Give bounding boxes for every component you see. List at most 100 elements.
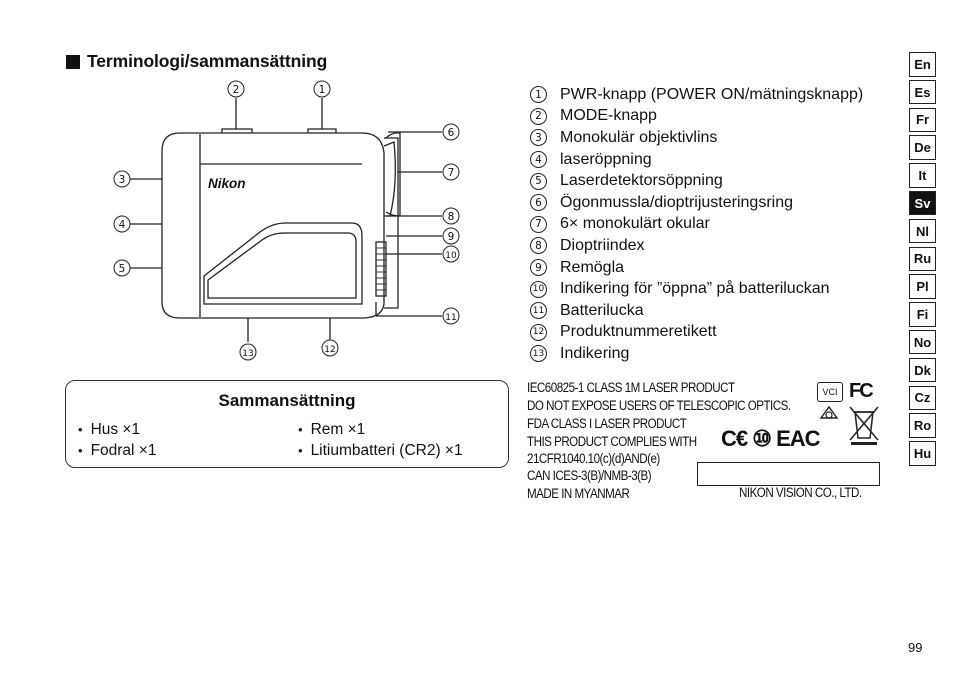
callout-4: 4	[113, 215, 131, 233]
parts-legend: 1 PWR-knapp (POWER ON/mätningsknapp) 2 MODE…	[530, 84, 863, 365]
legend-label: Dioptriindex	[560, 236, 645, 254]
legend-label: Ögonmussla/dioptrijusteringsring	[560, 193, 793, 211]
legend-row: 10 Indikering för ”öppna” på batterilucka…	[530, 278, 863, 300]
callout-9: 9	[442, 227, 460, 245]
legend-row: 8 Dioptriindex	[530, 235, 863, 257]
legend-label: PWR-knapp (POWER ON/mätningsknapp)	[560, 85, 864, 103]
product-label: IEC60825-1 CLASS 1M LASER PRODUCT DO NOT…	[527, 380, 887, 510]
callout-7: 7	[442, 163, 460, 181]
svg-text:12: 12	[324, 345, 335, 355]
label-line: THIS PRODUCT COMPLIES WITH	[527, 434, 697, 449]
legend-number-icon: 12	[530, 323, 547, 341]
tab-de[interactable]: De	[909, 135, 936, 160]
callout-10: 10	[442, 245, 460, 263]
tab-fi[interactable]: Fi	[909, 302, 936, 327]
callout-11: 11	[442, 307, 460, 325]
certification-marks: C€ ⑩ EAC	[721, 426, 821, 451]
label-line: IEC60825-1 CLASS 1M LASER PRODUCT	[527, 380, 735, 395]
svg-text:11: 11	[445, 313, 456, 323]
legend-label: laseröppning	[560, 150, 652, 168]
legend-number-icon: 3	[530, 129, 547, 147]
callout-8: 8	[442, 207, 460, 225]
contents-box: Sammansättning Hus ×1 Rem ×1 Fodral ×1 L…	[65, 380, 509, 468]
svg-text:5: 5	[119, 263, 126, 275]
legend-row: 7 6× monokulärt okular	[530, 214, 863, 236]
legend-label: Laserdetektorsöppning	[560, 172, 723, 190]
legend-row: 4 laseröppning	[530, 149, 863, 171]
callout-2: 2	[227, 80, 245, 98]
fc-mark-icon: FC	[849, 380, 874, 402]
legend-label: 6× monokulärt okular	[560, 215, 710, 233]
callout-13: 13	[239, 343, 257, 361]
callout-6: 6	[442, 123, 460, 141]
svg-text:3: 3	[119, 174, 126, 186]
label-line: FDA CLASS I LASER PRODUCT	[527, 416, 687, 431]
svg-text:1: 1	[319, 84, 326, 96]
tab-it[interactable]: It	[909, 163, 936, 188]
legend-label: Indikering	[560, 344, 630, 362]
svg-text:7: 7	[448, 167, 455, 179]
tab-dk[interactable]: Dk	[909, 357, 936, 383]
tab-pl[interactable]: Pl	[909, 274, 936, 299]
callout-1: 1	[313, 80, 331, 98]
legend-number-icon: 1	[530, 86, 547, 104]
svg-text:6: 6	[448, 127, 455, 139]
tab-ro[interactable]: Ro	[909, 413, 936, 438]
svg-text:8: 8	[448, 211, 455, 223]
rangefinder-illustration: 2 1 3 4 5 6 7 8	[113, 80, 460, 361]
tab-nl[interactable]: Nl	[909, 218, 936, 244]
contents-title: Sammansättning	[218, 391, 356, 410]
legend-row: 5 Laserdetektorsöppning	[530, 170, 863, 192]
heading-square-icon	[66, 54, 80, 69]
callout-3: 3	[113, 170, 131, 188]
heading-text: Terminologi/sammansättning	[87, 51, 328, 71]
legend-label: Remögla	[560, 258, 625, 276]
legend-number-icon: 11	[530, 302, 547, 320]
callout-5: 5	[113, 259, 131, 277]
legend-label: Batterilucka	[560, 301, 644, 319]
weee-bin-icon	[849, 406, 879, 445]
tab-no[interactable]: No	[909, 329, 936, 355]
label-line: DO NOT EXPOSE USERS OF TELESCOPIC OPTICS…	[527, 398, 791, 413]
svg-text:10: 10	[445, 251, 457, 261]
contents-item: Fodral ×1	[78, 442, 157, 460]
svg-text:13: 13	[242, 349, 253, 359]
legend-number-icon: 5	[530, 172, 547, 190]
legend-number-icon: 2	[530, 107, 547, 125]
contents-item: Litiumbatteri (CR2) ×1	[298, 442, 463, 460]
svg-text:4: 4	[119, 219, 126, 231]
contents-item: Hus ×1	[78, 421, 141, 439]
legend-number-icon: 10	[530, 280, 547, 298]
tab-fr[interactable]: Fr	[909, 107, 936, 133]
legend-number-icon: 7	[530, 215, 547, 233]
nikon-logo: Nikon	[208, 176, 246, 191]
section-heading: Terminologi/sammansättning	[66, 51, 327, 72]
tab-es[interactable]: Es	[909, 79, 936, 105]
label-line: MADE IN MYANMAR	[527, 486, 630, 501]
label-line: CAN ICES-3(B)/NMB-3(B)	[527, 468, 652, 483]
callout-12: 12	[321, 339, 339, 357]
legend-label: Monokulär objektivlins	[560, 128, 718, 146]
page-number: 99	[908, 640, 923, 655]
tab-sv[interactable]: Sv	[909, 190, 936, 216]
legend-label: Produktnummeretikett	[560, 323, 717, 341]
legend-label: Indikering för ”öppna” på batteriluckan	[560, 280, 830, 298]
legend-row: 1 PWR-knapp (POWER ON/mätningsknapp)	[530, 84, 863, 106]
legend-row: 2 MODE-knapp	[530, 106, 863, 128]
legend-number-icon: 4	[530, 151, 547, 169]
label-line: 21CFR1040.10(c)(d)AND(e)	[527, 451, 660, 466]
tab-en[interactable]: En	[909, 52, 936, 77]
tab-cz[interactable]: Cz	[909, 385, 936, 411]
tab-ru[interactable]: Ru	[909, 246, 936, 272]
legend-row: 11 Batterilucka	[530, 300, 863, 322]
legend-number-icon: 9	[530, 259, 547, 277]
legend-number-icon: 8	[530, 237, 547, 255]
serial-number-box	[697, 462, 880, 486]
svg-text:9: 9	[448, 231, 455, 243]
tab-hu[interactable]: Hu	[909, 441, 936, 466]
legend-label: MODE-knapp	[560, 107, 657, 125]
legend-row: 9 Remögla	[530, 257, 863, 279]
contents-item: Rem ×1	[298, 421, 366, 439]
